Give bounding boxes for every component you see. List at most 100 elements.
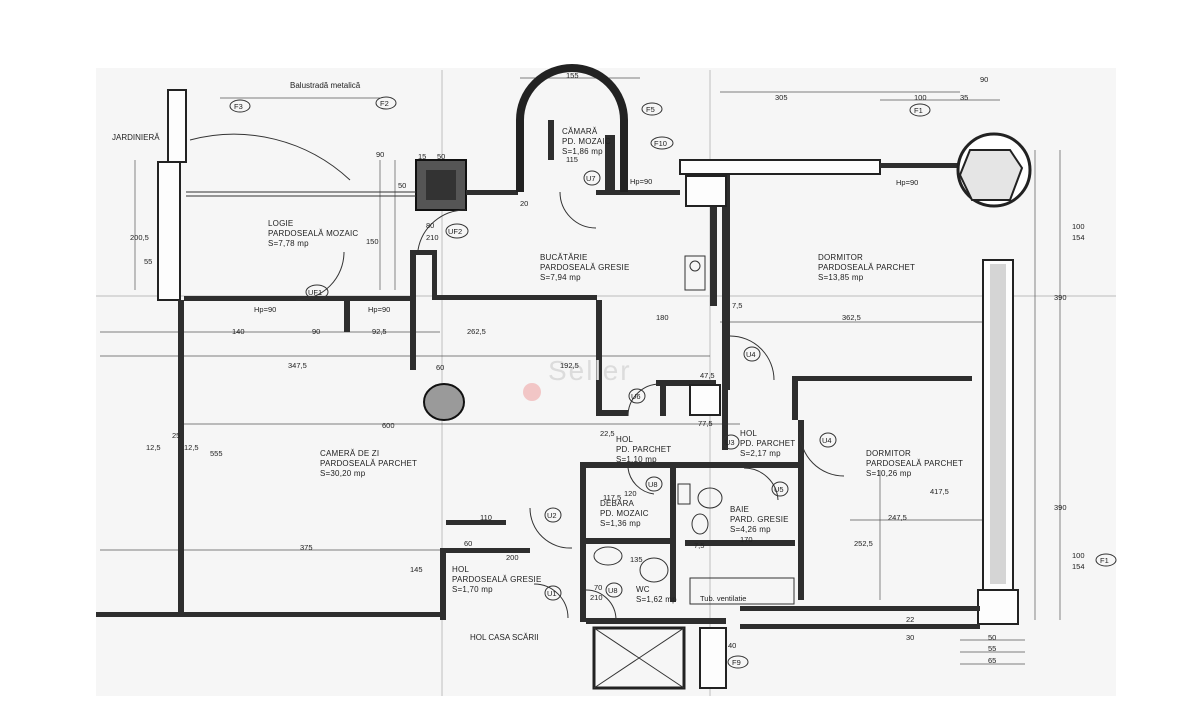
tag-F5: F5 — [641, 102, 663, 116]
svg-text:Hp=90: Hp=90 — [896, 178, 918, 187]
room-hol1-floor: PD. PARCHET — [616, 445, 671, 454]
svg-text:U7: U7 — [586, 174, 596, 183]
svg-text:135: 135 — [630, 555, 643, 564]
svg-text:25: 25 — [172, 431, 180, 440]
dimension-lines — [100, 77, 1061, 665]
note-jardiniera: JARDINIERĂ — [112, 133, 160, 142]
room-camara-area: S=1,86 mp — [562, 147, 603, 156]
note-casa-scarii: HOL CASA SCĂRII — [470, 633, 539, 642]
tag-U5: U5 — [771, 481, 789, 497]
room-baie-floor: PARD. GRESIE — [730, 515, 789, 524]
note-balustrada: Balustradă metalică — [290, 81, 361, 90]
room-dormitor1-area: S=13,85 mp — [818, 273, 864, 282]
room-baie-area: S=4,26 mp — [730, 525, 771, 534]
room-camara-floor: PD. MOZAIC — [562, 137, 611, 146]
room-wc-area: S=1,62 mp — [636, 595, 677, 604]
tag-F3: F3 — [229, 99, 251, 113]
tag-UF1: UF1 — [305, 284, 329, 300]
svg-text:U4: U4 — [822, 436, 832, 445]
svg-text:UF1: UF1 — [308, 288, 322, 297]
svg-text:U2: U2 — [547, 511, 557, 520]
room-hol3-floor: PARDOSEALĂ GRESIE — [452, 575, 542, 584]
room-hol3-name: HOL — [452, 565, 469, 574]
room-hol2-area: S=2,17 mp — [740, 449, 781, 458]
tag-U2: U2 — [544, 507, 562, 523]
svg-text:F3: F3 — [234, 102, 243, 111]
svg-text:210: 210 — [590, 593, 603, 602]
room-bucatarie-area: S=7,94 mp — [540, 273, 581, 282]
svg-text:100: 100 — [1072, 222, 1085, 231]
tag-U4b: U4 — [819, 432, 837, 448]
room-bucatarie-name: BUCĂTĂRIE — [540, 253, 588, 262]
svg-text:60: 60 — [464, 539, 472, 548]
svg-text:150: 150 — [366, 237, 379, 246]
svg-text:12,5: 12,5 — [184, 443, 199, 452]
svg-text:F5: F5 — [646, 105, 655, 114]
walls — [96, 64, 1032, 690]
svg-text:F9: F9 — [732, 658, 741, 667]
svg-text:70: 70 — [594, 583, 602, 592]
svg-text:40: 40 — [728, 641, 736, 650]
svg-text:77,5: 77,5 — [698, 419, 713, 428]
svg-text:362,5: 362,5 — [842, 313, 861, 322]
room-dormitor1-name: DORMITOR — [818, 253, 863, 262]
tag-F2: F2 — [375, 96, 397, 110]
svg-text:262,5: 262,5 — [467, 327, 486, 336]
svg-text:170: 170 — [740, 535, 753, 544]
svg-text:390: 390 — [1054, 503, 1067, 512]
fixtures — [593, 255, 795, 605]
svg-text:154: 154 — [1072, 233, 1085, 242]
tag-U8b: U8 — [605, 582, 623, 598]
svg-text:U4: U4 — [746, 350, 756, 359]
svg-text:35: 35 — [960, 93, 968, 102]
svg-text:110: 110 — [480, 513, 492, 522]
room-hol3-area: S=1,70 mp — [452, 585, 493, 594]
room-hol2-floor: PD. PARCHET — [740, 439, 795, 448]
svg-text:375: 375 — [300, 543, 313, 552]
svg-text:U6: U6 — [631, 392, 641, 401]
svg-text:U3: U3 — [725, 438, 735, 447]
svg-text:120: 120 — [624, 489, 637, 498]
svg-text:100: 100 — [914, 93, 927, 102]
svg-text:55: 55 — [144, 257, 152, 266]
svg-text:F2: F2 — [380, 99, 389, 108]
room-debara-area: S=1,36 mp — [600, 519, 641, 528]
svg-text:7,5: 7,5 — [694, 541, 704, 550]
tag-F1b: F1 — [1095, 553, 1117, 567]
svg-text:252,5: 252,5 — [854, 539, 873, 548]
svg-text:50: 50 — [988, 633, 996, 642]
watermark-logo-icon — [523, 383, 541, 401]
svg-text:247,5: 247,5 — [888, 513, 907, 522]
room-logie-name: LOGIE — [268, 219, 293, 228]
svg-text:210: 210 — [426, 233, 439, 242]
svg-text:22,5: 22,5 — [600, 429, 615, 438]
svg-text:47,5: 47,5 — [700, 371, 715, 380]
tag-U6: U6 — [628, 388, 646, 404]
room-logie-area: S=7,78 mp — [268, 239, 309, 248]
room-hol1-name: HOL — [616, 435, 633, 444]
room-dormitor1-floor: PARDOSEALĂ PARCHET — [818, 263, 915, 272]
watermark: Seller — [548, 355, 632, 386]
door-swings — [189, 133, 845, 621]
svg-text:347,5: 347,5 — [288, 361, 307, 370]
svg-text:50: 50 — [437, 152, 445, 161]
tag-U4a: U4 — [743, 346, 761, 362]
room-logie-floor: PARDOSEALĂ MOZAIC — [268, 229, 358, 238]
svg-text:F1: F1 — [1100, 556, 1109, 565]
room-wc-name: WC — [636, 585, 650, 594]
note-tub-ventilatie: Tub. ventilatie — [700, 594, 746, 603]
svg-text:390: 390 — [1054, 293, 1067, 302]
room-camara-name: CĂMARĂ — [562, 127, 598, 136]
tag-U8a: U8 — [645, 476, 663, 492]
svg-text:100: 100 — [1072, 551, 1085, 560]
svg-text:12,5: 12,5 — [146, 443, 161, 452]
svg-text:90: 90 — [312, 327, 320, 336]
room-camera-zi-area: S=30,20 mp — [320, 469, 366, 478]
tag-F9: F9 — [727, 655, 749, 669]
svg-text:F1: F1 — [914, 106, 923, 115]
tag-F1a: F1 — [909, 103, 931, 117]
room-dormitor2-name: DORMITOR — [866, 449, 911, 458]
tag-U3: U3 — [722, 434, 740, 450]
svg-text:555: 555 — [210, 449, 223, 458]
